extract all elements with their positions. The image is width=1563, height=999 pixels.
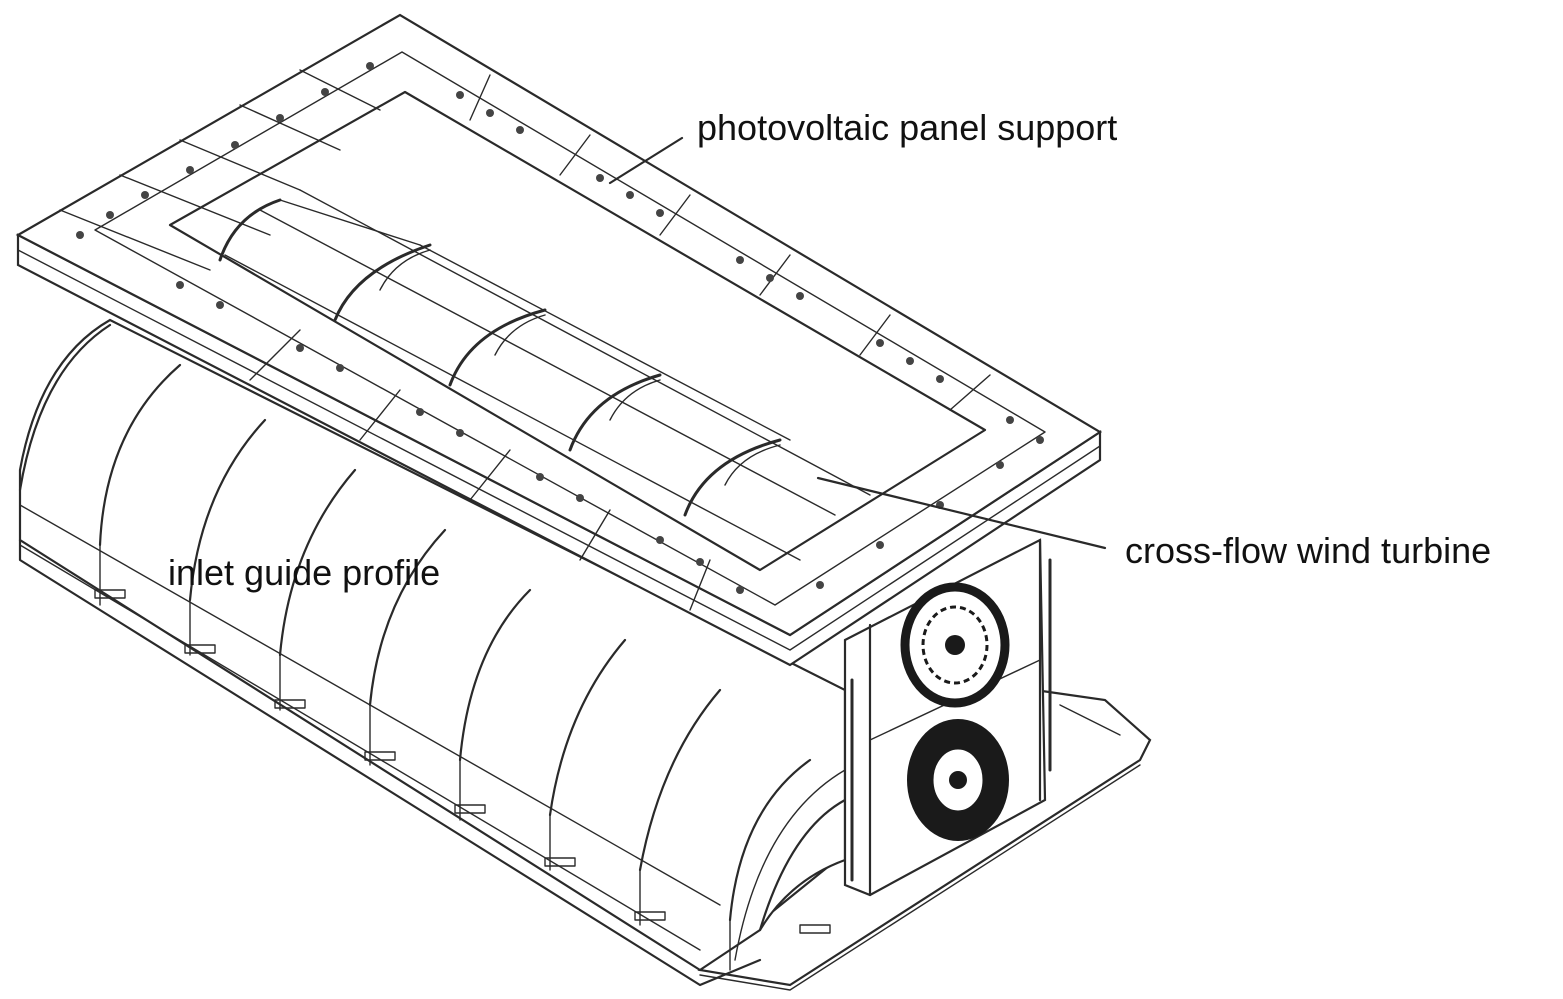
turbine-housing — [843, 538, 1052, 897]
bolt-pattern — [76, 62, 1044, 594]
cross-flow-turbine — [218, 189, 871, 561]
upper-rotor-icon — [900, 582, 1010, 708]
label-inlet: inlet guide profile — [168, 552, 440, 593]
leader-turbine — [816, 476, 1107, 550]
label-pv-support: photovoltaic panel support — [697, 107, 1117, 148]
lower-rotor-icon — [907, 719, 1009, 841]
inlet-guide-body — [18, 318, 847, 987]
leader-pv-support — [608, 136, 684, 185]
label-turbine: cross-flow wind turbine — [1125, 530, 1491, 571]
